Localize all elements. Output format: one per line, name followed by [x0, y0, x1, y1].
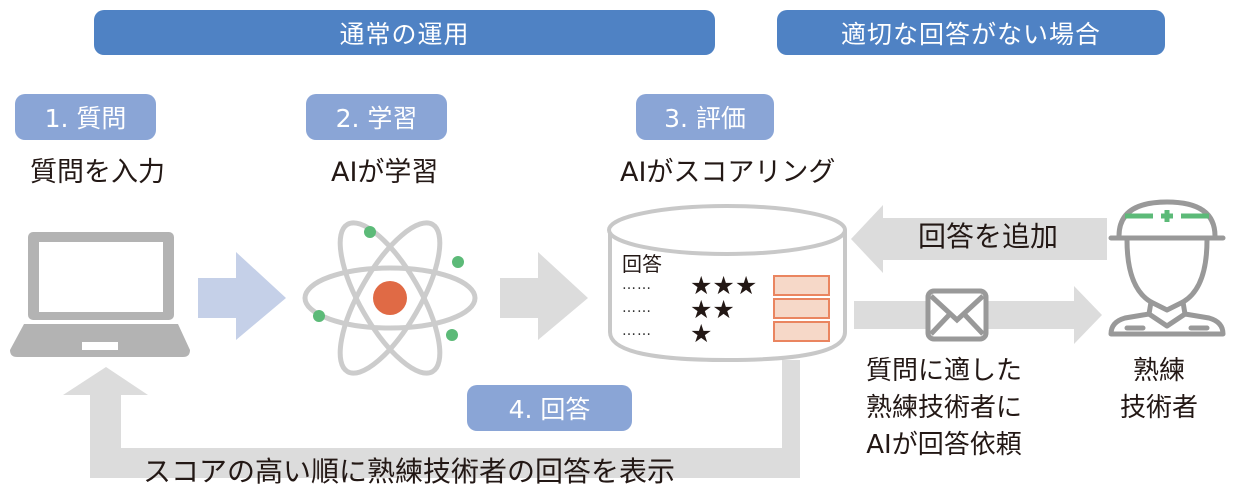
arrow-question-to-learn	[198, 252, 286, 340]
step-1-caption: 質問を入力	[30, 157, 165, 188]
electron	[313, 310, 325, 322]
step-3-badge: 3. 評価	[636, 94, 774, 140]
step-4-label: 4. 回答	[508, 395, 591, 424]
electron	[364, 226, 376, 238]
mail-icon	[925, 288, 989, 342]
request-text-line-1: 質問に適した	[866, 356, 1023, 386]
add-answer-text: 回答を追加	[918, 220, 1059, 253]
arrow-learn-to-evaluate	[500, 252, 588, 340]
atom-icon	[302, 220, 478, 376]
db-row-1-stars: ★★★	[690, 271, 758, 300]
step-1-label: 1. 質問	[44, 104, 127, 133]
db-row-2-stars: ★★	[690, 295, 735, 324]
arrow-add-answer	[851, 205, 1107, 273]
return-arrow-shape	[63, 360, 800, 478]
step-4-badge: 4. 回答	[467, 385, 632, 431]
banner-normal-operation-text: 通常の運用	[339, 19, 470, 49]
worker-helmet-icon	[1108, 199, 1226, 337]
banner-normal-operation: 通常の運用	[94, 10, 715, 55]
step-3-label: 3. 評価	[664, 104, 746, 133]
banner-no-suitable-answer: 適切な回答がない場合	[777, 10, 1165, 55]
laptop-icon	[10, 232, 190, 357]
expert-label-line-2: 技術者	[1120, 393, 1199, 423]
request-text-line-3: AIが回答依頼	[866, 430, 1022, 460]
db-row-3-stars: ★	[690, 319, 713, 348]
score-bar-1	[773, 275, 830, 296]
display-answers-text: スコアの高い順に熟練技術者の回答を表示	[143, 455, 676, 488]
request-text: 質問に適した 熟練技術者に AIが回答依頼	[866, 353, 1022, 464]
step-2-caption: AIが学習	[331, 157, 439, 188]
step-3-caption: AIがスコアリング	[620, 157, 836, 188]
step-2-label: 2. 学習	[335, 104, 418, 133]
db-row-1-dots: ……	[622, 277, 652, 293]
score-bar-2	[773, 298, 830, 319]
nucleus	[373, 281, 407, 315]
expert-label-line-1: 熟練	[1133, 356, 1186, 386]
electron	[446, 329, 458, 341]
banner-no-suitable-answer-text: 適切な回答がない場合	[840, 19, 1101, 49]
db-row-3-dots: ……	[622, 323, 652, 339]
electron	[452, 256, 464, 268]
db-title: 回答	[622, 252, 662, 276]
expert-label: 熟練 技術者	[1120, 353, 1198, 427]
step-1-badge: 1. 質問	[15, 94, 156, 140]
db-row-2-dots: ……	[622, 300, 652, 316]
score-bar-3	[773, 321, 830, 342]
step-2-badge: 2. 学習	[306, 94, 447, 140]
request-text-line-2: 熟練技術者に	[866, 393, 1023, 423]
